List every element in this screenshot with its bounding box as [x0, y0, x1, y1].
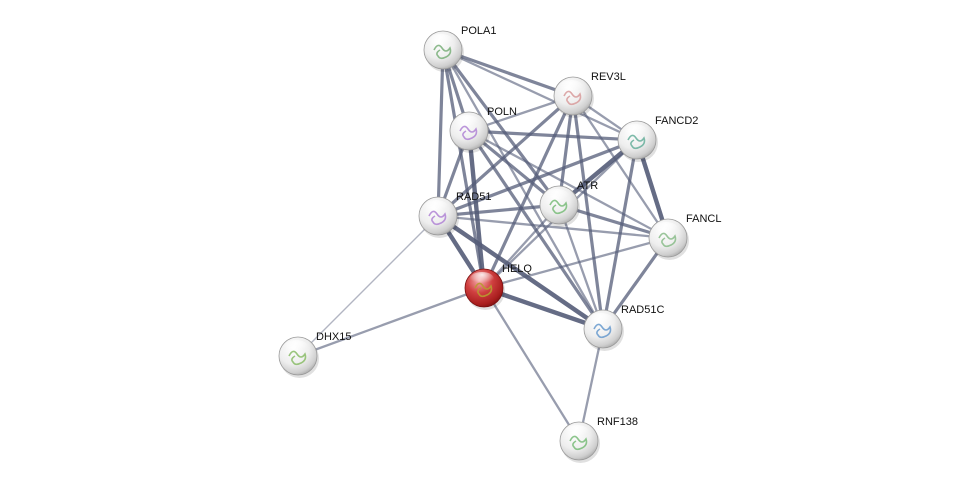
- edge-helq-rnf138[interactable]: [482, 286, 581, 443]
- node-highlight: [284, 340, 308, 354]
- edge-fancl-helq[interactable]: [482, 236, 670, 290]
- edge-poln-fancl[interactable]: [467, 129, 670, 240]
- node-highlight: [559, 80, 583, 94]
- node-label: HELQ: [502, 263, 532, 275]
- edge-helq-dhx15[interactable]: [296, 286, 486, 358]
- node-rad51[interactable]: RAD51: [418, 191, 491, 238]
- edge-pola1-rad51c[interactable]: [441, 48, 605, 331]
- edge-helq-rad51c[interactable]: [481, 285, 606, 332]
- node-highlight: [589, 313, 613, 327]
- edge-rev3l-fancl[interactable]: [571, 94, 670, 240]
- node-fancl[interactable]: FANCL: [648, 213, 721, 260]
- node-highlight: [429, 34, 453, 48]
- node-label: POLN: [487, 106, 517, 118]
- edge-rad51-dhx15[interactable]: [297, 215, 439, 357]
- edge-atr-rad51c[interactable]: [557, 203, 605, 331]
- edge-poln-atr[interactable]: [467, 129, 561, 207]
- edge-pola1-fancd2[interactable]: [441, 48, 639, 142]
- node-label: ATR: [577, 180, 598, 192]
- node-highlight: [470, 272, 494, 286]
- node-label: RAD51C: [621, 304, 664, 316]
- edges-layer: [296, 48, 671, 443]
- node-rnf138[interactable]: RNF138: [559, 416, 638, 463]
- edge-poln-fancd2[interactable]: [467, 129, 639, 142]
- node-rev3l[interactable]: REV3L: [553, 71, 626, 118]
- node-label: FANCL: [686, 213, 721, 225]
- node-fancd2[interactable]: FANCD2: [617, 115, 698, 162]
- node-highlight: [654, 222, 678, 236]
- node-poln[interactable]: POLN: [449, 106, 517, 153]
- edge-pola1-rad51[interactable]: [436, 48, 445, 218]
- node-highlight: [424, 200, 448, 214]
- node-highlight: [545, 189, 569, 203]
- edge-fancd2-rad51[interactable]: [436, 138, 639, 218]
- node-dhx15[interactable]: DHX15: [278, 331, 351, 378]
- node-rad51c[interactable]: RAD51C: [583, 304, 664, 351]
- edge-pola1-rev3l[interactable]: [441, 48, 575, 98]
- edge-poln-helq[interactable]: [466, 128, 487, 291]
- node-label: REV3L: [591, 71, 626, 83]
- node-label: RNF138: [597, 416, 638, 428]
- node-pola1[interactable]: POLA1: [423, 25, 496, 72]
- node-highlight: [623, 124, 647, 138]
- node-label: FANCD2: [655, 115, 698, 127]
- node-highlight: [455, 115, 479, 129]
- node-label: RAD51: [456, 191, 491, 203]
- edge-pola1-helq[interactable]: [441, 48, 486, 290]
- edge-rad51-fancl[interactable]: [436, 214, 670, 240]
- node-helq[interactable]: HELQ: [464, 263, 532, 310]
- node-atr[interactable]: ATR: [539, 180, 598, 227]
- edge-pola1-atr[interactable]: [441, 48, 561, 207]
- edge-rad51-atr[interactable]: [436, 203, 561, 218]
- edge-rev3l-rad51[interactable]: [436, 94, 575, 218]
- node-highlight: [565, 425, 589, 439]
- node-label: DHX15: [316, 331, 351, 343]
- edge-rad51-rad51c[interactable]: [435, 213, 606, 332]
- node-label: POLA1: [461, 25, 496, 37]
